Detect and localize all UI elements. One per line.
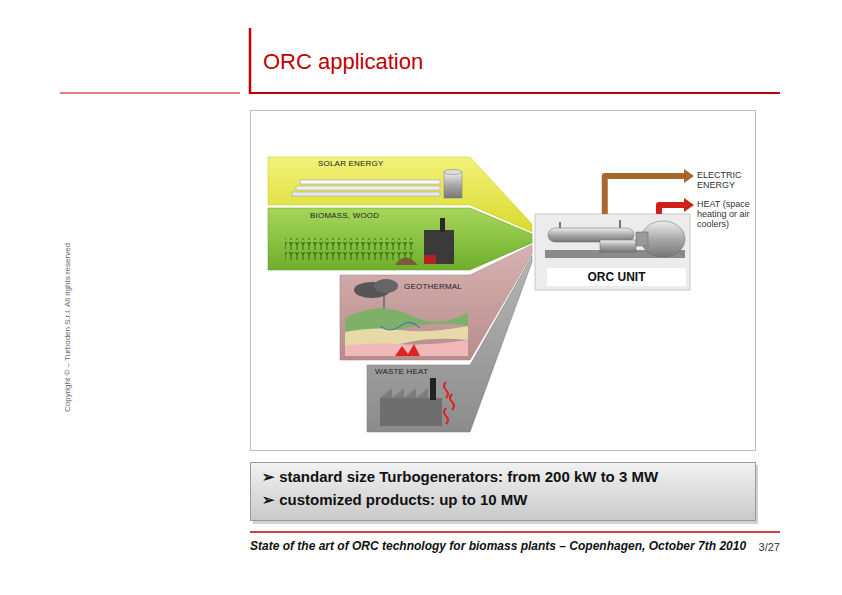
source-band: WASTE HEAT (369, 366, 469, 376)
source-band: SOLAR ENERGY (270, 158, 460, 168)
output-arrow (605, 169, 694, 214)
node-text: HEAT (space heating or air coolers) (697, 199, 753, 229)
copyright-note: Copyright © – Turboden S.r.l. All rights… (64, 242, 73, 411)
node-text: ➢ standard size Turbogenerators: from 20… (262, 468, 743, 486)
output-label: ELECTRIC ENERGY (697, 170, 753, 190)
node-text: ORC UNIT (547, 268, 686, 286)
node-text: SOLAR ENERGY (318, 159, 460, 168)
node-text: ELECTRIC ENERGY (697, 170, 753, 190)
orc-unit: ORC UNIT (535, 214, 690, 290)
node-text: ➢ customized products: up to 10 MW (262, 491, 743, 509)
output-arrow (659, 198, 694, 214)
source-band: GEOTHERMAL (342, 276, 468, 291)
page-number: 3/27 (759, 541, 780, 553)
source-band: BIOMASS, WOOD (270, 209, 460, 220)
info-box: ➢ standard size Turbogenerators: from 20… (250, 462, 755, 515)
footer-text: State of the art of ORC technology for b… (250, 539, 746, 553)
node-text: GEOTHERMAL (404, 282, 468, 291)
slide-title: ORC application (263, 49, 423, 75)
output-label: HEAT (space heating or air coolers) (697, 199, 753, 229)
node-text: BIOMASS, WOOD (310, 211, 460, 220)
node-text: WASTE HEAT (375, 367, 469, 376)
